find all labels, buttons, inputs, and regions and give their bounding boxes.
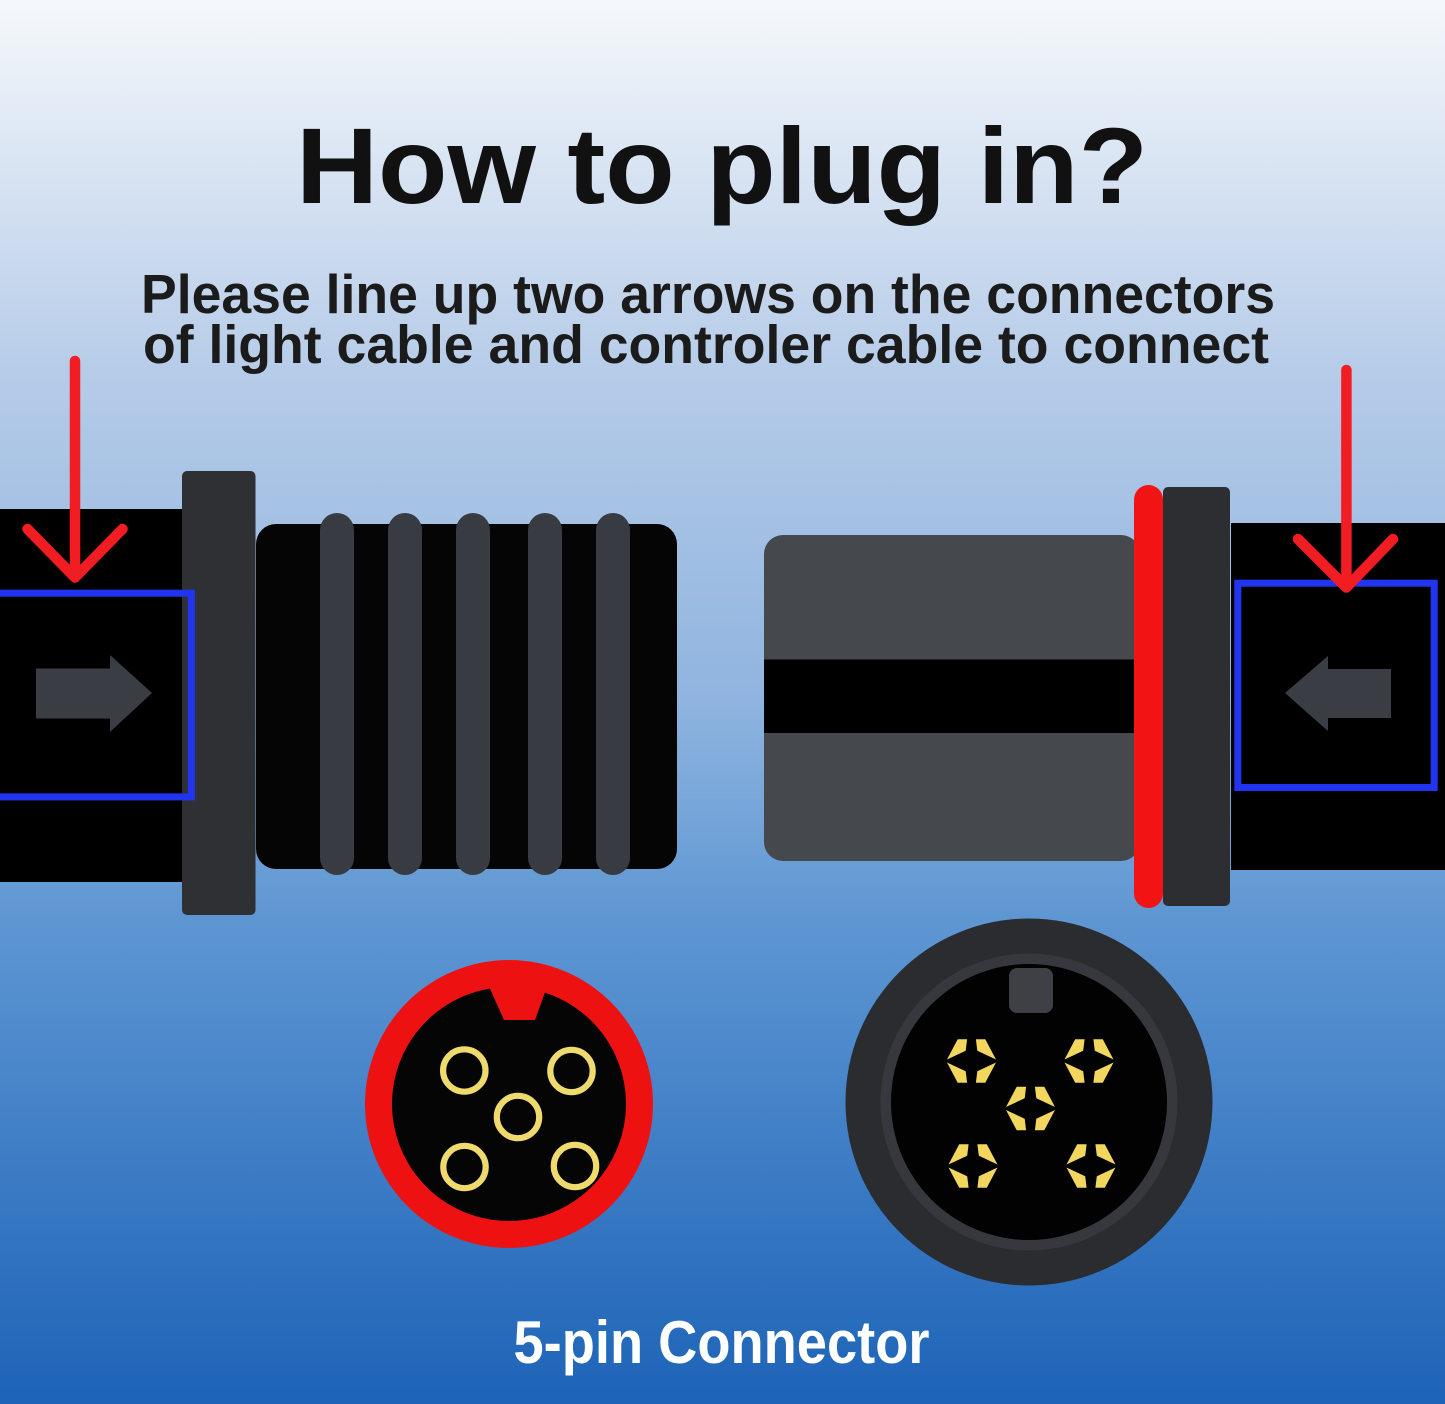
svg-text:How to plug in?: How to plug in? bbox=[296, 105, 1148, 226]
svg-text:5-pin Connector: 5-pin Connector bbox=[514, 1309, 930, 1376]
svg-text:Please line up two arrows on t: Please line up two arrows on the connect… bbox=[141, 263, 1275, 325]
svg-text:of light cable and controler c: of light cable and controler cable to co… bbox=[143, 315, 1269, 375]
